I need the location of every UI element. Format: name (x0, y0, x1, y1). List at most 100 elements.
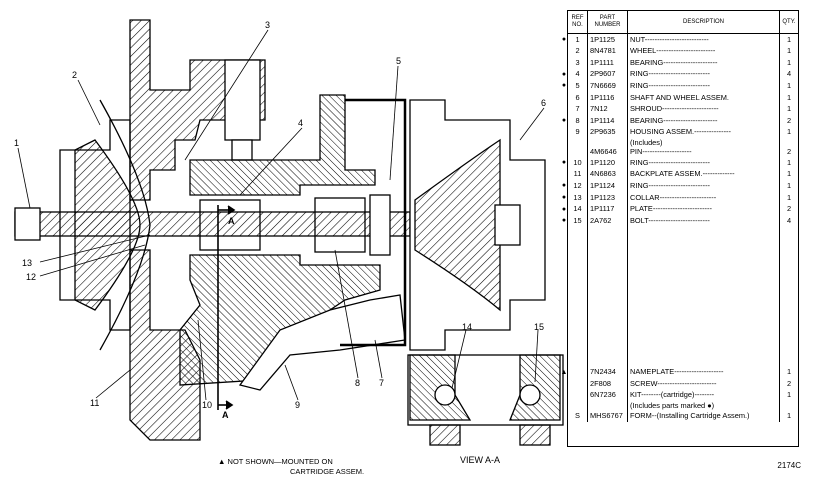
callout-15: 15 (534, 322, 544, 332)
cell-description: RING------------------------- (627, 180, 780, 192)
cell-description: PIN-------------------- (627, 147, 780, 158)
cell-qty: 2 (786, 115, 792, 125)
callout-14: 14 (462, 322, 472, 332)
callout-6: 6 (541, 98, 546, 108)
cell-description: BEARING---------------------- (627, 57, 780, 69)
cell-ref-no (568, 366, 588, 379)
section-label-top: A (228, 216, 235, 226)
cell-description: RING------------------------- (627, 157, 780, 169)
cell-ref-no: S (568, 410, 588, 423)
spacer-cell (780, 227, 799, 367)
cell-description: BOLT------------------------- (627, 215, 780, 227)
cell-ref-no: 10 (568, 157, 588, 169)
spacer-cell (568, 226, 588, 367)
bullet-icon: ● (561, 82, 567, 89)
cell-part-number: 8N4781 (587, 45, 628, 58)
cell-description: BACKPLATE ASSEM.------------- (627, 168, 780, 181)
cell-qty: 2 (786, 204, 792, 214)
cell-part-number (587, 401, 628, 411)
cell-part-number: 1P1117 (587, 203, 628, 216)
cell-qty: 1 (786, 411, 792, 421)
parts-table-header: REF NO. PART NUMBER DESCRIPTION QTY. (568, 11, 798, 34)
callout-10: 10 (202, 400, 212, 410)
cell-qty: 1 (786, 367, 792, 377)
cell-part-number: 1P1114 (587, 115, 628, 127)
cell-ref-no (568, 147, 588, 158)
cell-description: (Includes parts marked ●) (627, 401, 780, 411)
legend-note: ▲ NOT SHOWN—MOUNTED ON (218, 457, 333, 466)
cell-ref-no: 1 (568, 33, 588, 46)
cell-ref-no: 8 (568, 115, 588, 127)
cell-description: WHEEL------------------------ (627, 45, 780, 58)
callout-13: 13 (22, 258, 32, 268)
callout-12: 12 (26, 272, 36, 282)
cell-ref-no: 3 (568, 57, 588, 69)
cell-ref-no (568, 138, 588, 148)
cell-qty: 1 (786, 180, 792, 190)
cell-part-number: 7N6669 (587, 80, 628, 92)
bullet-icon: ● (561, 36, 567, 43)
cell-qty: 1 (786, 157, 792, 167)
cell-qty: 1 (786, 92, 792, 102)
spacer-cell (627, 226, 780, 367)
bullet-icon: ● (561, 117, 567, 124)
cell-part-number: 2F808 (587, 378, 628, 390)
bearing-housing (179, 94, 406, 391)
cell-part-number: 7N12 (587, 103, 628, 116)
cell-qty: 4 (786, 69, 792, 79)
triangle-icon: ▲ (218, 457, 226, 466)
cell-part-number: MHS6767 (587, 410, 628, 423)
cell-part-number: 1P1120 (587, 157, 628, 169)
cell-description: (Includes) (627, 138, 780, 148)
triangle-icon: ▲ (560, 369, 568, 376)
cell-part-number: 7N2434 (587, 366, 628, 379)
table-row: (Includes parts marked ●) (568, 401, 798, 411)
cell-part-number: 1P1123 (587, 191, 628, 204)
cell-description: BEARING---------------------- (627, 115, 780, 127)
callout-8: 8 (355, 378, 360, 388)
cell-part-number: 6N7236 (587, 389, 628, 402)
callout-1: 1 (14, 138, 19, 148)
callout-5: 5 (396, 56, 401, 66)
cell-ref-no (568, 378, 588, 390)
cell-description: COLLAR----------------------- (627, 191, 780, 204)
cell-part-number: 2A762 (587, 215, 628, 227)
cell-ref-no: 2 (568, 45, 588, 58)
cell-ref-no: 6 (568, 91, 588, 104)
cell-ref-no: 5 (568, 80, 588, 92)
section-label-bottom: A (222, 410, 229, 420)
cell-description: SCREW------------------------ (627, 378, 780, 390)
legend-line-1: NOT SHOWN—MOUNTED ON (227, 457, 333, 466)
cell-part-number: 1P1116 (587, 91, 628, 104)
cell-description: SHAFT AND WHEEL ASSEM. (627, 91, 780, 104)
bullet-icon: ● (561, 194, 567, 201)
callout-4: 4 (298, 118, 303, 128)
cell-part-number: 4M6646 (587, 147, 628, 158)
cell-ref-no: 9 (568, 126, 588, 139)
cell-part-number: 1P1111 (587, 57, 628, 69)
cell-qty: 2 (786, 147, 792, 157)
cell-description: NAMEPLATE-------------------- (627, 366, 780, 379)
cell-description: NUT-------------------------- (627, 33, 780, 46)
shaft (14, 194, 411, 256)
cell-qty: 1 (786, 46, 792, 56)
spacer-cell (587, 226, 628, 367)
cell-qty: 1 (786, 127, 792, 137)
cell-part-number (587, 138, 628, 148)
cell-ref-no: 11 (568, 168, 588, 181)
cell-qty: 1 (786, 192, 792, 202)
